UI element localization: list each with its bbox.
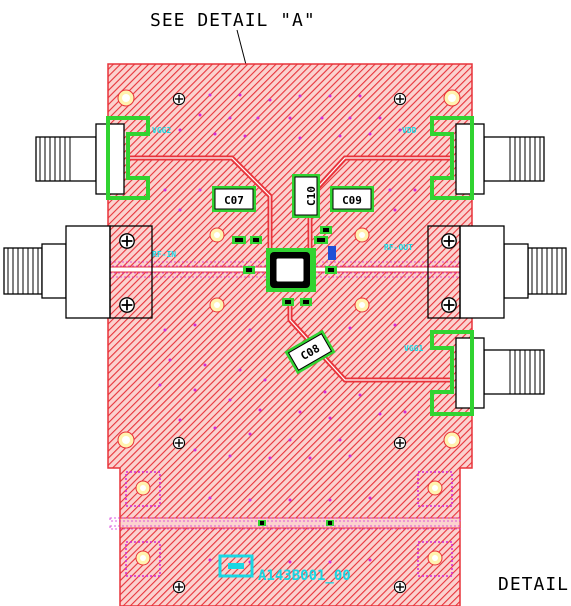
cap-label-c09: C09 — [342, 194, 362, 207]
capacitor-c08 — [284, 329, 336, 375]
part-logo-icon — [218, 554, 254, 578]
scattered-vias — [158, 93, 417, 564]
label-vgg2: VGG2 — [152, 126, 171, 135]
via-fences — [125, 471, 453, 577]
mmic-chip — [266, 248, 316, 292]
connector-vgg2 — [35, 116, 150, 200]
screw-icon — [440, 296, 458, 314]
label-vdd: VDD — [402, 126, 417, 135]
cap-label-c10: C10 — [305, 186, 318, 206]
capacitor-c09 — [330, 186, 374, 212]
see-detail-title: SEE DETAIL "A" — [150, 10, 316, 31]
label-rf-in: RF-IN — [152, 250, 176, 259]
capacitor-c07 — [212, 186, 256, 212]
label-vgg1: VGG1 — [404, 344, 423, 353]
bottom-strip — [119, 517, 461, 529]
connector-rf-out — [427, 225, 567, 319]
smd-pads — [232, 226, 337, 526]
label-rf-out: RF-OUT — [384, 243, 413, 252]
capacitor-c10 — [292, 174, 320, 218]
cap-label-c07: C07 — [224, 194, 244, 207]
detail-label: DETAIL — [498, 574, 570, 595]
connector-vdd — [430, 116, 545, 200]
screw-icon — [118, 296, 136, 314]
connector-rf-in — [3, 225, 153, 319]
part-number-label: A143B001_00 — [258, 568, 351, 584]
screw-icon — [440, 232, 458, 250]
connector-vgg1 — [430, 330, 545, 416]
mounting-holes — [117, 89, 461, 566]
screw-icon — [118, 232, 136, 250]
